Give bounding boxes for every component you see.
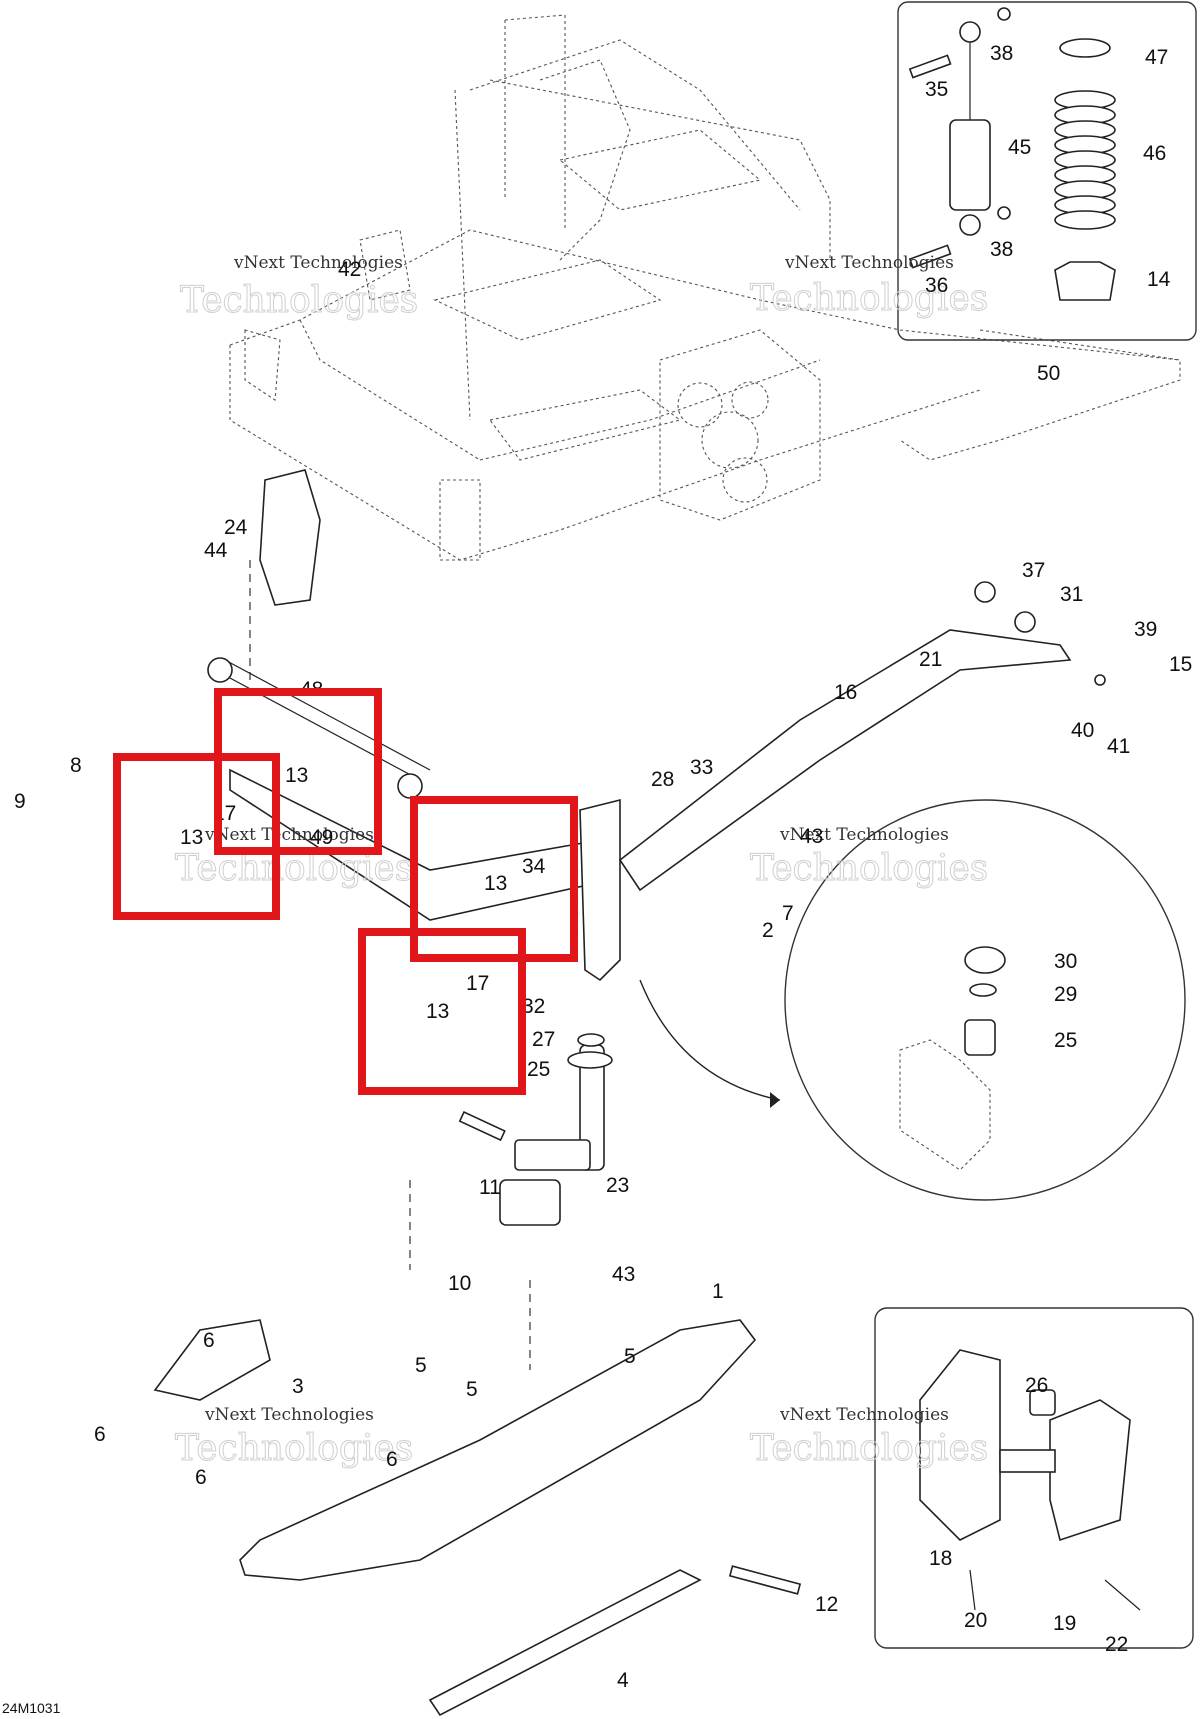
callout-18: 18: [929, 1547, 952, 1570]
watermark-text: Technologies: [750, 848, 988, 889]
watermark-text: vNext Technologies: [204, 1405, 374, 1425]
callout-30: 30: [1054, 950, 1077, 973]
callout-12: 12: [815, 1593, 838, 1616]
callout-43: 43: [800, 825, 823, 848]
callout-15: 15: [1169, 653, 1192, 676]
callout-27: 27: [532, 1028, 555, 1051]
chassis-frame: [229, 14, 1181, 561]
watermark-text: vNext Technologies: [204, 825, 374, 845]
callout-14: 14: [1147, 268, 1171, 291]
callout-46: 46: [1143, 142, 1166, 165]
callout-7: 7: [782, 902, 794, 925]
callout-42: 42: [338, 258, 361, 281]
callout-41: 41: [1107, 735, 1130, 758]
callout-13: 13: [285, 764, 308, 787]
callout-5: 5: [415, 1354, 427, 1377]
callout-5: 5: [466, 1378, 478, 1401]
callout-47: 47: [1145, 46, 1168, 69]
callout-5: 5: [624, 1345, 636, 1368]
callout-1: 1: [712, 1280, 724, 1303]
callout-2: 2: [762, 919, 774, 942]
callout-49: 49: [310, 826, 333, 849]
callout-25: 25: [527, 1058, 550, 1081]
watermark-text: vNext Technologies: [779, 1405, 949, 1425]
callout-19: 19: [1053, 1612, 1076, 1635]
callout-6: 6: [94, 1423, 106, 1446]
highlight-boxes: [113, 688, 578, 1095]
callout-17: 17: [466, 972, 489, 995]
callout-13: 13: [180, 826, 203, 849]
highlight-box: [358, 928, 526, 1095]
callout-8: 8: [70, 754, 82, 777]
callout-23: 23: [606, 1174, 629, 1197]
callout-28: 28: [651, 768, 674, 791]
callout-38: 38: [990, 238, 1013, 261]
watermark-text: vNext Technologies: [779, 825, 949, 845]
spring-coils: [1054, 90, 1116, 230]
callout-4: 4: [617, 1669, 629, 1692]
callout-16: 16: [834, 681, 857, 704]
callout-45: 45: [1008, 136, 1031, 159]
callout-13: 13: [426, 1000, 449, 1023]
callout-24: 24: [224, 516, 248, 539]
callout-32: 32: [522, 995, 545, 1018]
shock-absorber-inset: [897, 1, 1197, 341]
callout-6: 6: [386, 1448, 398, 1471]
watermark-text: Technologies: [750, 1428, 988, 1469]
ski: [153, 1180, 802, 1717]
watermark-text: Technologies: [180, 280, 418, 321]
callout-10: 10: [448, 1272, 471, 1295]
callout-44: 44: [204, 539, 228, 562]
bushing-detail-inset: [639, 799, 1186, 1201]
callout-9: 9: [14, 790, 26, 813]
callout-20: 20: [964, 1609, 987, 1632]
callout-37: 37: [1022, 559, 1045, 582]
highlight-box: [214, 688, 382, 855]
callout-43: 43: [612, 1263, 635, 1286]
watermarks: vNext Technologies Technologies vNext Te…: [175, 253, 989, 1470]
callout-11: 11: [479, 1176, 501, 1199]
callout-31: 31: [1060, 583, 1083, 606]
watermark-text: Technologies: [175, 1428, 413, 1469]
watermark-text: Technologies: [750, 278, 988, 319]
front-suspension: [207, 469, 1106, 1226]
diagram-code: 24M1031: [2, 1700, 61, 1716]
callout-34: 34: [522, 855, 546, 878]
highlight-box: [410, 796, 578, 962]
callout-29: 29: [1054, 983, 1077, 1006]
callout-6: 6: [203, 1329, 215, 1352]
callout-40: 40: [1071, 719, 1094, 742]
callout-3: 3: [292, 1375, 304, 1398]
callout-6: 6: [195, 1466, 207, 1489]
callout-25: 25: [1054, 1029, 1077, 1052]
callout-13: 13: [484, 872, 507, 895]
callout-21: 21: [919, 648, 942, 671]
highlight-box: [113, 753, 280, 920]
watermark-text: vNext Technologies: [233, 253, 403, 273]
callout-39: 39: [1134, 618, 1157, 641]
callout-36: 36: [925, 274, 948, 297]
callout-26: 26: [1025, 1374, 1048, 1397]
watermark-text: vNext Technologies: [784, 253, 954, 273]
spindle-detail-inset: [874, 1307, 1194, 1649]
callout-35: 35: [925, 78, 948, 101]
callout-33: 33: [690, 756, 713, 779]
callout-38: 38: [990, 42, 1013, 65]
part-callouts: 38 47 35 45 46 38 36 14 50 42 24 44 37 3…: [14, 42, 1192, 1692]
callout-50: 50: [1037, 362, 1060, 385]
callout-22: 22: [1105, 1633, 1128, 1656]
